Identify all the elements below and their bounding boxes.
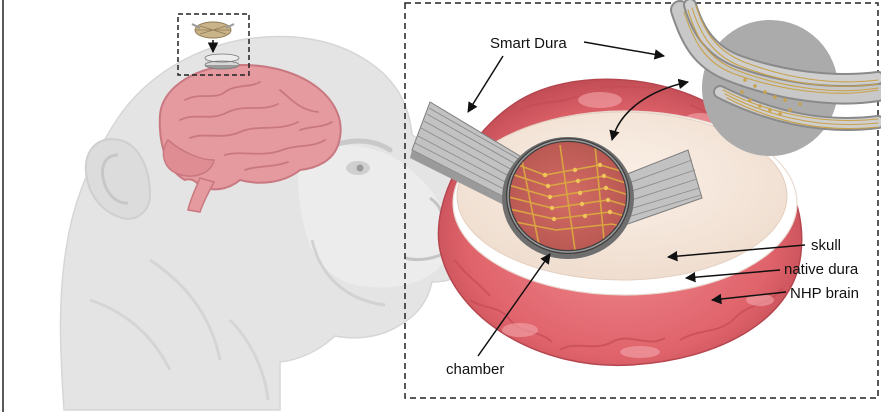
arrow-smart-dura-left xyxy=(468,56,503,112)
mini-chamber-icon xyxy=(205,54,239,69)
label-nhp-brain: NHP brain xyxy=(790,285,859,302)
arrow-smart-dura-right xyxy=(584,42,664,56)
mini-smart-dura-icon xyxy=(192,22,234,38)
label-skull: skull xyxy=(811,237,841,254)
label-native-dura: native dura xyxy=(784,261,859,278)
monkey-panel xyxy=(61,14,475,410)
label-chamber: chamber xyxy=(446,361,504,378)
monkey-pupil xyxy=(357,165,364,172)
label-smart-dura: Smart Dura xyxy=(490,35,567,52)
